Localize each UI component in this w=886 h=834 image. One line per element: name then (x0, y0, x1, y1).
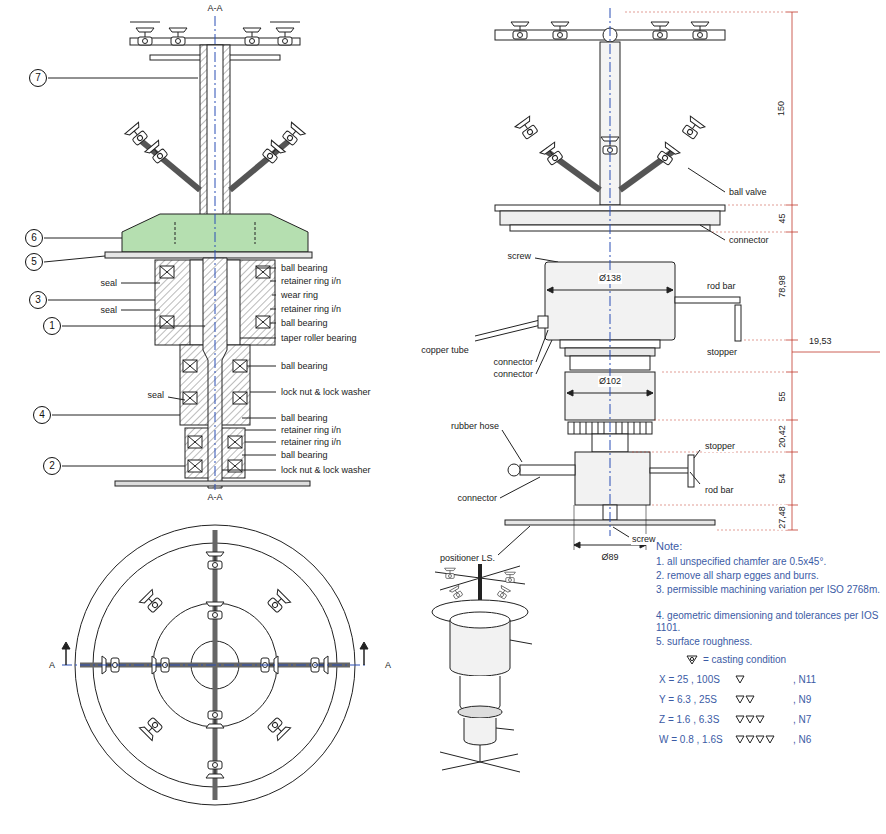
part-label: seal (99, 305, 118, 316)
callout-number: 6 (25, 229, 43, 247)
part-label: Ø102 (598, 376, 622, 387)
callout-number: 7 (29, 69, 47, 87)
callout-text: 3 (35, 294, 41, 306)
part-label: rod bar (704, 485, 735, 496)
part-label: ball valve (728, 187, 768, 198)
note-text: 1. all unspecified chamfer are 0.5x45°. (655, 556, 882, 568)
part-label: retainer ring i/n (280, 437, 342, 448)
dimension-text: 54 (776, 472, 787, 484)
part-label: screw (506, 251, 532, 262)
part-label: ball bearing (280, 450, 329, 461)
note-text: 5. surface roughness. (655, 636, 882, 648)
part-label: A (48, 660, 56, 671)
note-text: W = 0.8 , 1.6S (658, 734, 724, 746)
part-label: Ø89 (600, 552, 619, 563)
part-label: taper roller bearing (280, 333, 358, 344)
part-label: ball bearing (280, 263, 329, 274)
part-label: stopper (704, 441, 736, 452)
note-text: 2. remove all sharp egges and burrs. (655, 570, 882, 582)
callout-number: 3 (29, 291, 47, 309)
part-label: A (384, 660, 392, 671)
dimension-text: 27,48 (777, 505, 788, 530)
part-label: retainer ring i/n (280, 304, 342, 315)
callout-number: 1 (43, 317, 61, 335)
callout-text: 6 (31, 232, 37, 244)
part-label: connector (492, 369, 534, 380)
dimension-text: 150 (777, 99, 788, 116)
part-label: seal (99, 278, 118, 289)
part-label: positioner LS. (439, 553, 496, 564)
part-label: lock nut & lock washer (280, 465, 372, 476)
part-label: connector (456, 493, 498, 504)
part-label: rod bar (706, 281, 737, 292)
note-text: Note: (655, 540, 882, 553)
dimension-text: 20,42 (777, 424, 788, 449)
part-label: seal (146, 390, 165, 401)
part-label: A-A (206, 492, 223, 503)
part-label: wear ring (280, 290, 319, 301)
part-label: A-A (206, 3, 223, 14)
part-label: connector (728, 235, 770, 246)
note-text: , N9 (792, 694, 812, 706)
part-label: 19,53 (808, 336, 833, 347)
dimension-text: 45 (776, 212, 787, 224)
callout-text: 5 (31, 256, 37, 268)
part-label: ball bearing (280, 413, 329, 424)
callout-text: 2 (49, 460, 55, 472)
note-text: = casting condition (702, 654, 787, 666)
callout-text: 7 (35, 72, 41, 84)
part-label: ball bearing (280, 361, 329, 372)
note-text: , N11 (792, 674, 817, 686)
part-label: rubber hose (450, 421, 500, 432)
note-text: X = 25 , 100S (658, 674, 721, 686)
part-label: lock nut & lock washer (280, 387, 372, 398)
callout-text: 4 (39, 409, 45, 421)
note-text: , N7 (792, 714, 812, 726)
note-text: Y = 6.3 , 25S (658, 694, 718, 706)
dimension-text: 55 (776, 390, 787, 402)
callout-number: 4 (33, 406, 51, 424)
note-text: 3. permissible machining variation per I… (655, 584, 882, 596)
part-label: connector (492, 357, 534, 368)
dimension-text: 78,98 (777, 274, 788, 299)
note-text: Z = 1.6 , 6.3S (658, 714, 720, 726)
part-label: copper tube (420, 345, 470, 356)
part-label: Ø138 (598, 273, 622, 284)
part-label: screw (631, 534, 657, 545)
callout-number: 5 (25, 253, 43, 271)
part-label: retainer ring i/n (280, 276, 342, 287)
part-label: ball bearing (280, 318, 329, 329)
callout-number: 2 (43, 457, 61, 475)
part-label: retainer ring i/n (280, 425, 342, 436)
callout-text: 1 (49, 320, 55, 332)
note-text: , N6 (792, 734, 812, 746)
part-label: stopper (706, 347, 738, 358)
note-text: 4. geometric dimensioning and tolerances… (655, 610, 882, 634)
